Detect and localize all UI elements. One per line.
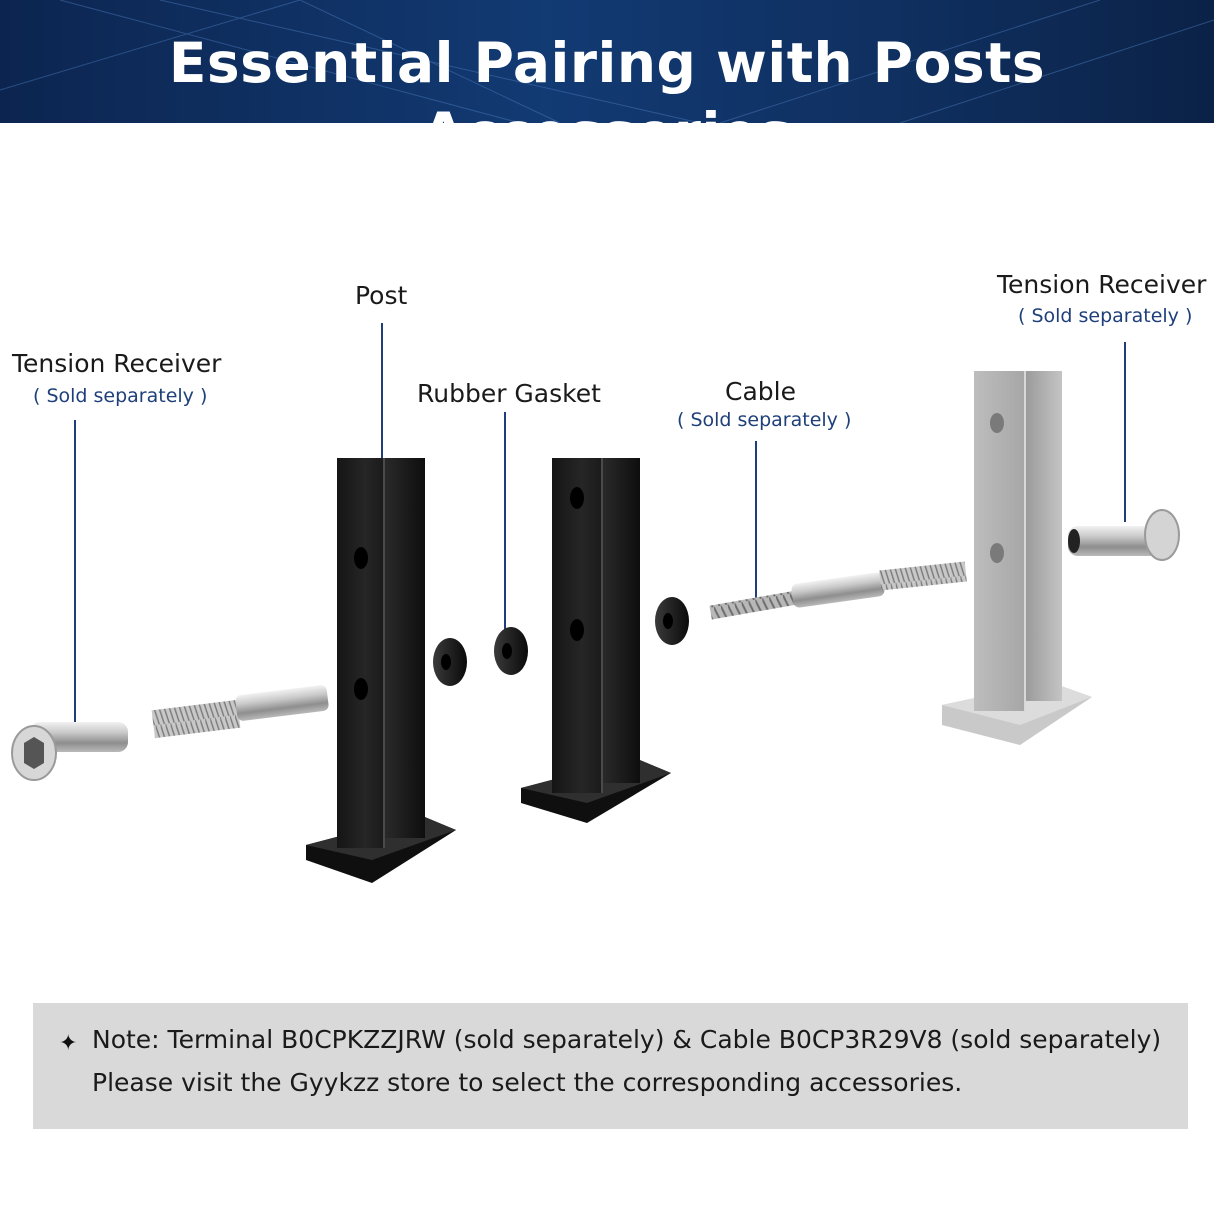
tension-receiver-left-part [11, 722, 128, 781]
page-title: Essential Pairing with Posts Accessories [168, 31, 1046, 123]
exploded-assembly-diagram [11, 323, 1180, 883]
black-post-2 [521, 458, 671, 823]
rubber-gasket-3 [655, 597, 689, 645]
black-post-1 [306, 458, 456, 883]
label-post: Post [355, 281, 408, 310]
label-tension-receiver-right: Tension Receiver [997, 270, 1207, 299]
note-line-1: Note: Terminal B0CPKZZJRW (sold separate… [92, 1025, 1162, 1054]
label-cable-sub: ( Sold separately ) [677, 409, 852, 431]
banner-decoration [0, 0, 1214, 123]
note-box: ✦ Note: Terminal B0CPKZZJRW (sold separa… [33, 1003, 1188, 1129]
label-tension-receiver-left: Tension Receiver [12, 349, 222, 378]
label-cable: Cable [725, 377, 796, 406]
threaded-terminal-left-part [151, 685, 329, 739]
label-rubber-gasket: Rubber Gasket [417, 379, 601, 408]
note-line-2: Please visit the Gyykzz store to select … [92, 1068, 963, 1097]
label-tension-receiver-right-sub: ( Sold separately ) [1018, 305, 1193, 327]
header-banner: Essential Pairing with Posts Accessories [0, 0, 1214, 123]
star-icon: ✦ [59, 1031, 78, 1056]
rubber-gasket-2 [494, 627, 528, 675]
tension-receiver-right-part [1068, 509, 1180, 561]
silver-post [942, 371, 1092, 745]
rubber-gasket-1 [433, 638, 467, 686]
label-tension-receiver-left-sub: ( Sold separately ) [33, 385, 208, 407]
cable-assembly-part [709, 561, 967, 620]
